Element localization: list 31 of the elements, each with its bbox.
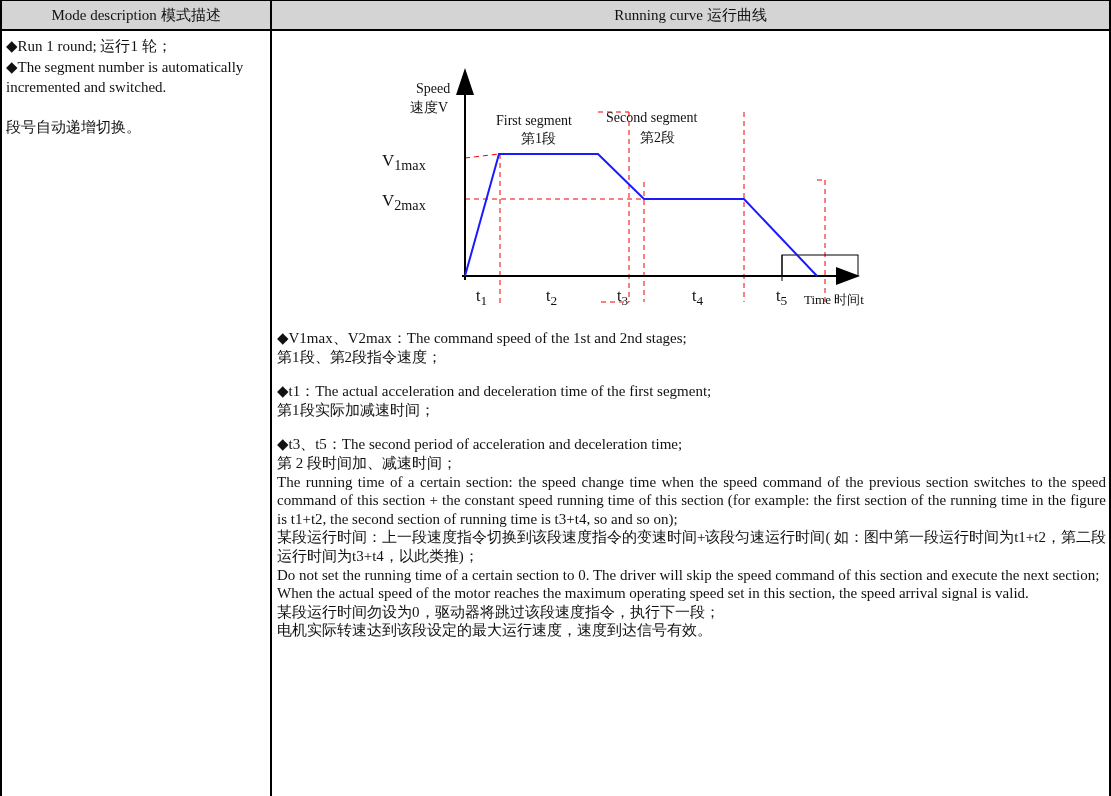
segment-label: 第2段 <box>640 129 675 146</box>
time-label: t$_{2}$ <box>546 287 558 310</box>
note-text: 第1段、第2段指令速度； <box>277 347 443 367</box>
time-label: t$_{4}$ <box>692 287 704 310</box>
cell-text: ◆The segment number is automatically incremented and switched. <box>6 58 245 97</box>
segment-label: First segment <box>496 112 572 129</box>
time-label: t$_{1}$ <box>476 287 488 310</box>
cell-text: 段号自动递增切换。 <box>6 118 142 137</box>
time-label: t$_{5}$ <box>776 287 788 310</box>
note-text: 某段运行时间勿设为0，驱动器将跳过该段速度指令，执行下一段； <box>277 602 721 622</box>
speed-label: V$_{2max}$ <box>382 192 426 215</box>
note-text: ◆t1：The actual acceleration and deceleration time of the first segment; <box>277 382 713 401</box>
column-header: Mode description 模式描述 <box>2 1 270 29</box>
note-text: 某段运行时间：上一段速度指令切换到该段速度指令的变速时间+该段匀速运行时间( 如：图中第一段运行时间为t1+t2，第二段运行时间为t3+t4，以此类推)； <box>277 528 1106 566</box>
time-label: t$_{3}$ <box>617 287 629 310</box>
segment-label: Second segment <box>606 109 698 126</box>
note-text: The running time of a certain section: the speed change time when the speed command of the previous section switches to the speed command of this section + the constant speed running time of this section (for example: the first section of the running time in the figure is t1+t2, the second section of running time is t3+t4, so and so on); <box>277 472 1106 529</box>
note-text: When the actual speed of the motor reaches the maximum operating speed set in this section, the speed arrival signal is valid. <box>277 584 1030 603</box>
note-text: 第 2 段时间加、减速时间； <box>277 453 458 473</box>
note-text: Do not set the running time of a certain section to 0. The driver will skip the speed command of this section and execute the next section; <box>277 565 1101 585</box>
axis-label: 速度V <box>410 99 449 116</box>
note-text: 电机实际转速达到该段设定的最大运行速度，速度到达信号有效。 <box>277 621 713 640</box>
axis-label: Speed <box>416 80 451 97</box>
segment-label: 第1段 <box>521 130 556 147</box>
note-text: ◆V1max、V2max：The command speed of the 1st and 2nd stages; <box>277 329 688 348</box>
speed-label: V$_{1max}$ <box>382 152 426 175</box>
note-text: 第1段实际加减速时间； <box>277 400 436 420</box>
column-header: Running curve 运行曲线 <box>272 1 1109 29</box>
cell-text: ◆Run 1 round; 运行1 轮； <box>6 37 173 56</box>
note-text: ◆t3、t5：The second period of acceleration and deceleration time; <box>277 435 684 454</box>
axis-label: Time 时间t <box>804 291 864 308</box>
